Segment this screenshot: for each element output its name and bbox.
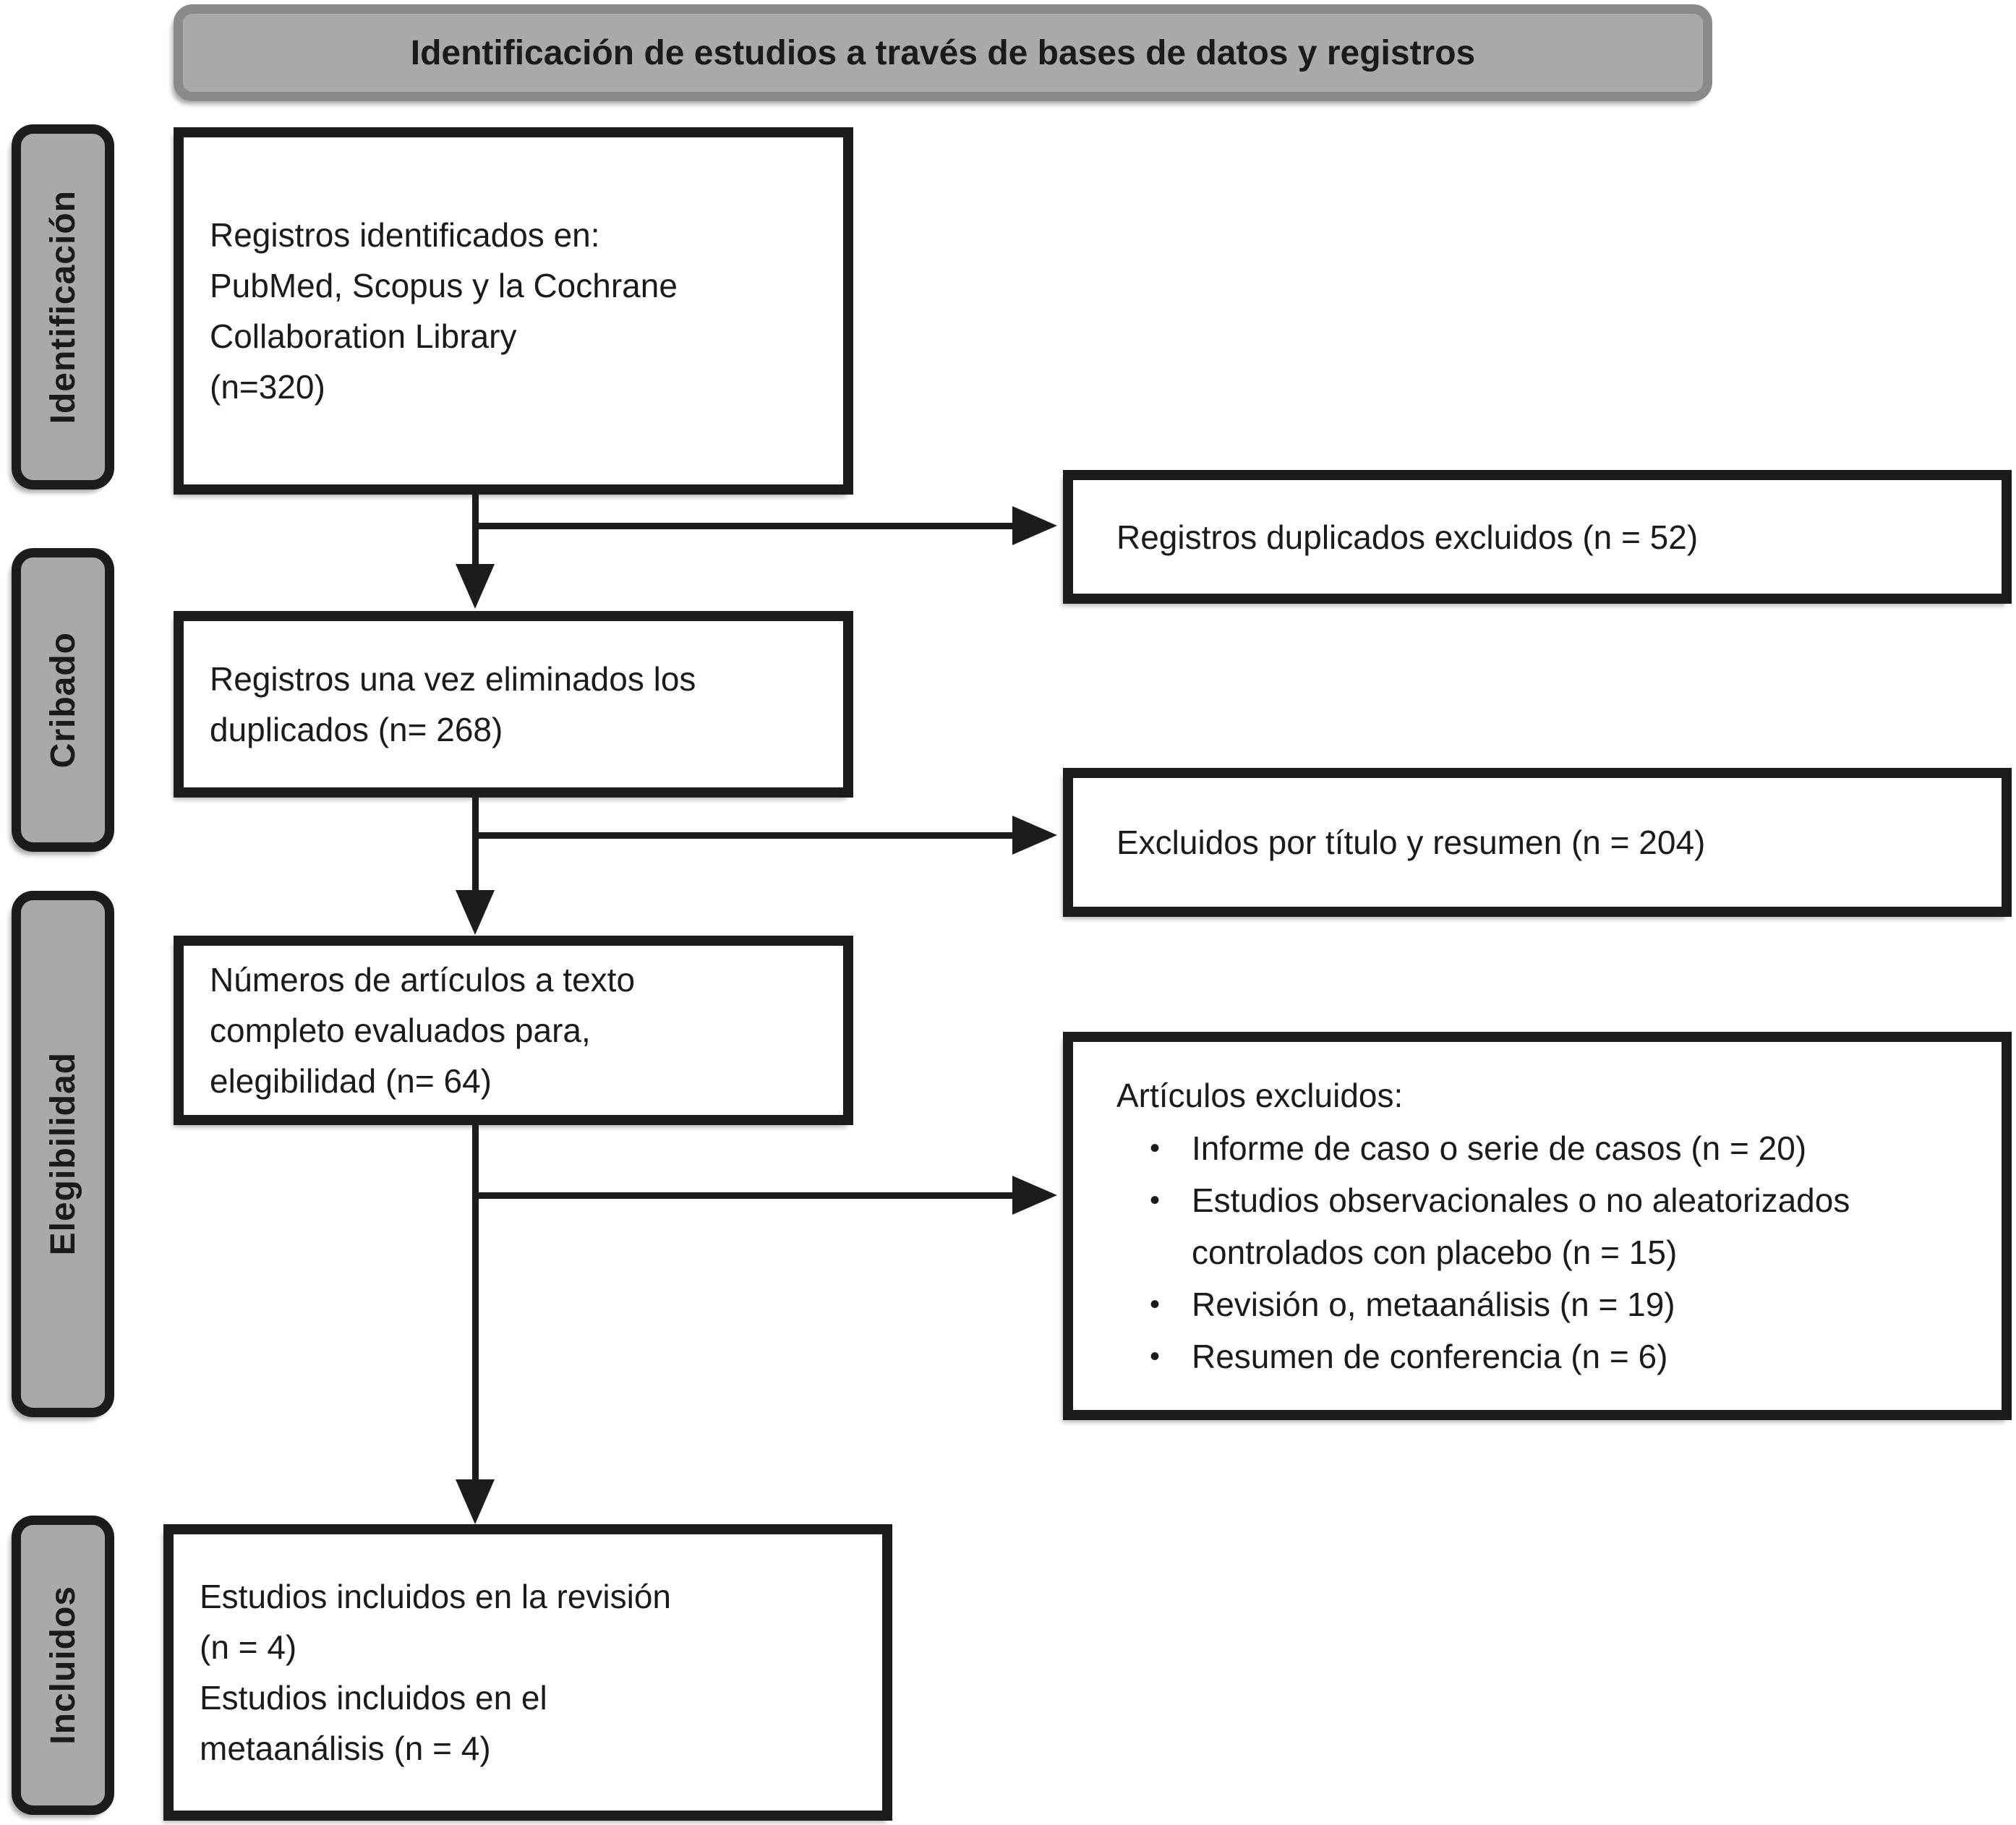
exclusion-reason: Estudios observacionales o no aleatoriza… <box>1192 1181 1850 1271</box>
exclusion-box-title-abstract: Excluidos por título y resumen (n = 204) <box>1063 768 2012 917</box>
flow-box-text: Números de artículos a texto completo ev… <box>210 961 636 1100</box>
flow-box-text: Estudios incluidos en la revisión (n = 4… <box>200 1578 672 1767</box>
arrow-line-identified-to-dedup <box>472 495 479 567</box>
list-item: • Estudios observacionales o no aleatori… <box>1150 1174 1980 1278</box>
exclusion-reason: Revisión o, metaanálisis (n = 19) <box>1192 1285 1675 1323</box>
exclusion-box-duplicates: Registros duplicados excluidos (n = 52) <box>1063 470 2012 604</box>
exclusion-box-fulltext-reasons: Artículos excluidos: • Informe de caso o… <box>1063 1032 2012 1420</box>
diagram-title-banner: Identificación de estudios a través de b… <box>174 4 1712 101</box>
stage-label-text: Incluidos <box>43 1586 82 1745</box>
exclusion-heading: Artículos excluidos: <box>1116 1076 1404 1114</box>
flow-box-text: Registros identificados en: PubMed, Scop… <box>210 216 678 406</box>
flow-box-studies-included: Estudios incluidos en la revisión (n = 4… <box>163 1524 892 1821</box>
flow-box-records-after-duplicates: Registros una vez eliminados los duplica… <box>174 611 853 798</box>
arrow-line-dedup-to-fulltext <box>472 798 479 893</box>
list-item: • Informe de caso o serie de casos (n = … <box>1150 1122 1980 1174</box>
exclusion-reason-list: • Informe de caso o serie de casos (n = … <box>1116 1122 1980 1382</box>
flow-box-text: Registros una vez eliminados los duplica… <box>210 660 696 748</box>
stage-label-incluidos: Incluidos <box>12 1516 114 1815</box>
list-item: • Resumen de conferencia (n = 6) <box>1150 1330 1980 1382</box>
arrowhead-down-icon <box>456 1479 495 1524</box>
stage-label-cribado: Cribado <box>12 548 114 852</box>
exclusion-box-text: Excluidos por título y resumen (n = 204) <box>1116 824 1706 861</box>
arrow-line-to-title-abstract-excluded <box>479 832 1016 839</box>
arrowhead-down-icon <box>456 564 495 609</box>
arrowhead-right-icon <box>1012 506 1057 545</box>
exclusion-reason: Informe de caso o serie de casos (n = 20… <box>1192 1129 1807 1167</box>
flow-box-records-identified: Registros identificados en: PubMed, Scop… <box>174 127 853 495</box>
stage-label-elegibilidad: Elegibilidad <box>12 891 114 1417</box>
list-item: • Revisión o, metaanálisis (n = 19) <box>1150 1278 1980 1330</box>
flow-box-fulltext-assessed: Números de artículos a texto completo ev… <box>174 936 853 1125</box>
arrowhead-right-icon <box>1012 1176 1057 1215</box>
bullet-icon: • <box>1150 1288 1161 1320</box>
bullet-icon: • <box>1150 1340 1161 1372</box>
exclusion-box-text: Registros duplicados excluidos (n = 52) <box>1116 518 1699 556</box>
exclusion-reason: Resumen de conferencia (n = 6) <box>1192 1337 1668 1375</box>
arrowhead-right-icon <box>1012 816 1057 855</box>
stage-label-text: Elegibilidad <box>43 1052 82 1256</box>
arrow-line-to-fulltext-excluded <box>479 1192 1016 1199</box>
arrow-line-to-duplicates-excluded <box>479 523 1016 529</box>
stage-label-identificacion: Identificación <box>12 124 114 490</box>
stage-label-text: Cribado <box>43 631 82 769</box>
arrow-line-fulltext-to-included <box>472 1125 479 1482</box>
bullet-icon: • <box>1150 1184 1161 1216</box>
arrowhead-down-icon <box>456 890 495 935</box>
diagram-title: Identificación de estudios a través de b… <box>410 33 1476 72</box>
stage-label-text: Identificación <box>43 189 82 424</box>
bullet-icon: • <box>1150 1132 1161 1164</box>
